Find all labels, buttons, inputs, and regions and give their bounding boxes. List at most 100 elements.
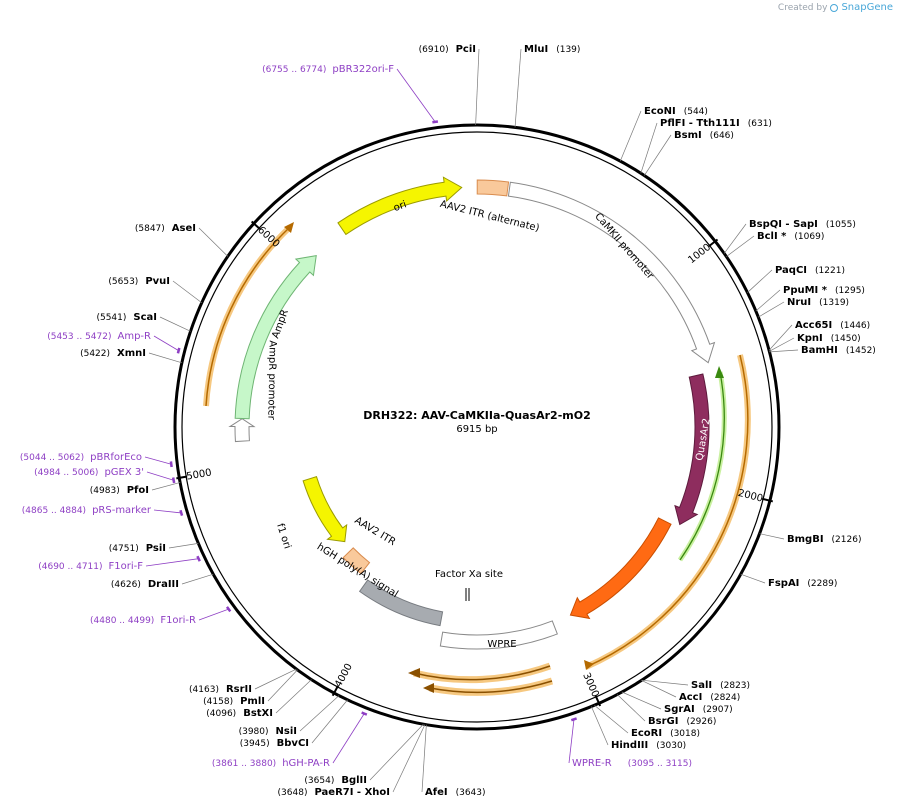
enzyme-position: (3643)	[456, 788, 486, 798]
primer-mark-pbrforeco	[169, 461, 173, 468]
enzyme-site-pvui[interactable]: PvuI(5653)	[108, 276, 170, 287]
primer-f1ori-r[interactable]: F1ori-R(4480 .. 4499)	[90, 615, 196, 626]
enzyme-site-draiii[interactable]: DraIII(4626)	[111, 579, 179, 590]
enzyme-leader-paqci	[747, 269, 773, 293]
enzyme-site-sali[interactable]: SalI(2823)	[691, 680, 750, 691]
primers-layer: pBR322ori-F(6755 .. 6774) Amp-R(5453 .. 5…	[20, 64, 692, 769]
enzyme-site-bamhi[interactable]: BamHI(1452)	[801, 345, 876, 356]
orf-arrow-right-1-core	[585, 354, 749, 668]
enzyme-site-bglii[interactable]: BglII(3654)	[304, 775, 367, 786]
enzyme-site-xmni[interactable]: XmnI(5422)	[80, 348, 146, 359]
enzyme-position: (2824)	[710, 693, 740, 703]
enzyme-site-fspai[interactable]: FspAI(2289)	[768, 578, 837, 589]
tick-mark-1000	[708, 238, 719, 248]
enzyme-leader-bstxi	[275, 679, 312, 714]
feature-ori[interactable]	[337, 176, 463, 236]
feature-aav2-itr[interactable]	[342, 547, 371, 575]
feature-ampr[interactable]	[234, 254, 317, 420]
feature-morange2[interactable]	[569, 517, 672, 620]
primer-name: hGH-PA-R	[282, 758, 330, 769]
primer-leader-wpre-r	[568, 719, 575, 764]
enzyme-position: (4158)	[203, 697, 233, 707]
enzyme-site-bmgbi[interactable]: BmgBI(2126)	[787, 534, 861, 545]
enzyme-leader-afei	[421, 724, 427, 793]
enzyme-site-scai[interactable]: ScaI(5541)	[96, 312, 157, 323]
enzyme-site-hindiii[interactable]: HindIII(3030)	[611, 740, 686, 751]
enzyme-site-pfoi[interactable]: PfoI(4983)	[90, 485, 149, 496]
enzyme-site-mlui[interactable]: MluI(139)	[524, 44, 580, 55]
snapgene-logo-icon	[830, 3, 839, 12]
enzyme-site-bspqi-sapi[interactable]: BspQI - SapI(1055)	[749, 219, 856, 230]
enzyme-leader-bsrgi	[617, 694, 646, 722]
primer-name: WPRE-R	[572, 758, 612, 769]
enzyme-position: (3030)	[656, 741, 686, 751]
primer-pbr322ori-f[interactable]: pBR322ori-F(6755 .. 6774)	[262, 64, 394, 75]
enzyme-site-psii[interactable]: PsiI(4751)	[109, 543, 166, 554]
enzyme-site-econi[interactable]: EcoNI(544)	[644, 106, 708, 117]
enzyme-site-pcii[interactable]: PciI(6910)	[419, 44, 476, 55]
enzyme-site-pflfi-tth111i[interactable]: PflFI - Tth111I(631)	[660, 118, 772, 129]
feature-f1-ori[interactable]	[302, 476, 348, 543]
primer-leader-pbr322ori-f	[396, 68, 436, 123]
tick-mark-5000	[176, 475, 188, 480]
feature-hgh-poly-a-signal[interactable]	[358, 579, 444, 627]
enzyme-position: (4626)	[111, 580, 141, 590]
enzyme-leader-psii	[168, 543, 199, 549]
primer-pbrforeco[interactable]: pBRforEco(5044 .. 5062)	[20, 452, 142, 463]
enzyme-leader-bsmi	[643, 134, 672, 176]
enzymes-layer: PciI(6910) MluI(139) EcoNI(544)PflFI - Tth…	[80, 44, 876, 798]
enzyme-site-bstxi[interactable]: BstXI(4096)	[206, 708, 273, 719]
primer-prs-marker[interactable]: pRS-marker(4865 .. 4884)	[22, 505, 152, 516]
enzyme-leader-sgrai	[621, 691, 662, 710]
primer-range: (4480 .. 4499)	[90, 616, 154, 626]
enzyme-name: ScaI	[133, 312, 157, 323]
enzyme-site-bbvci[interactable]: BbvCI(3945)	[240, 738, 309, 749]
enzyme-site-ppumi[interactable]: PpuMI *(1295)	[783, 285, 865, 296]
feature-camkii-promoter[interactable]	[507, 181, 716, 364]
enzyme-leader-mlui	[514, 48, 522, 128]
enzyme-name: BglII	[341, 775, 367, 786]
primer-amp-r[interactable]: Amp-R(5453 .. 5472)	[47, 331, 151, 342]
enzyme-leader-paer7i-xhoi	[392, 724, 426, 793]
enzyme-name: SalI	[691, 680, 712, 691]
enzyme-site-nsii[interactable]: NsiI(3980)	[239, 726, 297, 737]
enzyme-leader-xmni	[148, 352, 183, 364]
enzyme-site-bsmi[interactable]: BsmI(646)	[674, 130, 734, 141]
primer-leader-f1ori-r	[198, 608, 229, 621]
primer-wpre-r[interactable]: WPRE-R(3095 .. 3115)	[572, 758, 692, 769]
enzyme-leader-pflfi-tth111i	[640, 122, 658, 174]
enzyme-position: (5422)	[80, 349, 110, 359]
enzyme-site-asei[interactable]: AseI(5847)	[135, 223, 196, 234]
enzyme-position: (646)	[710, 131, 734, 141]
feature-aav2-itr-alternate[interactable]	[476, 179, 510, 197]
enzyme-site-bsrgi[interactable]: BsrGI(2926)	[648, 716, 716, 727]
enzyme-site-acc65i[interactable]: Acc65I(1446)	[795, 320, 870, 331]
enzyme-site-ecori[interactable]: EcoRI(3018)	[631, 728, 700, 739]
primer-mark-pbr322ori-f	[432, 120, 439, 124]
enzyme-site-acci[interactable]: AccI (2824)	[679, 692, 740, 703]
enzyme-name: AccI	[679, 692, 702, 703]
enzyme-site-pmli[interactable]: PmlI(4158)	[203, 696, 265, 707]
enzyme-site-sgrai[interactable]: SgrAI(2907)	[664, 704, 733, 715]
enzyme-leader-bmgbi	[759, 533, 785, 540]
primer-pgex-3[interactable]: pGEX 3'(4984 .. 5006)	[34, 467, 144, 478]
enzyme-site-rsrii[interactable]: RsrII(4163)	[189, 684, 252, 695]
enzyme-site-nrui[interactable]: NruI(1319)	[787, 297, 849, 308]
feature-ampr-promoter[interactable]	[228, 418, 256, 443]
enzyme-position: (3018)	[670, 729, 700, 739]
enzyme-site-afei[interactable]: AfeI(3643)	[425, 787, 486, 798]
enzyme-name: BclI *	[757, 231, 787, 242]
enzyme-site-bcli[interactable]: BclI *(1069)	[757, 231, 824, 242]
feature-quasar2[interactable]	[674, 373, 710, 526]
primer-hgh-pa-r[interactable]: hGH-PA-R(3861 .. 3880)	[212, 758, 330, 769]
tick-label-3000: 3000	[580, 671, 600, 699]
enzyme-leader-kpni	[769, 337, 795, 352]
feature-wpre[interactable]	[439, 620, 558, 650]
enzyme-leader-pvui	[172, 280, 202, 304]
enzyme-site-paer7i-xhoi[interactable]: PaeR7I - XhoI(3648)	[278, 787, 390, 798]
enzyme-site-kpni[interactable]: KpnI(1450)	[797, 333, 861, 344]
enzyme-site-paqci[interactable]: PaqCI(1221)	[775, 265, 845, 276]
feature-ampr-promoter-label: AmpR promoter	[265, 340, 277, 421]
primer-f1ori-f[interactable]: F1ori-F(4690 .. 4711)	[38, 561, 143, 572]
enzyme-leader-bbvci	[311, 699, 348, 744]
